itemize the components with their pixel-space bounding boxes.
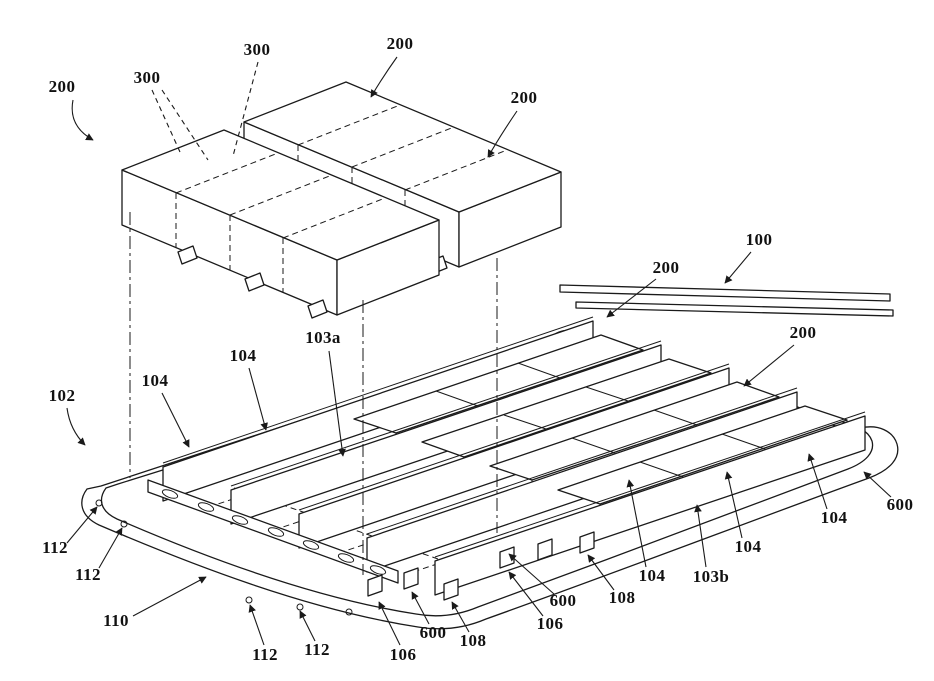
battery-module-front	[121, 129, 440, 319]
front-brackets	[367, 531, 595, 601]
module-front-cell-lines	[175, 152, 386, 293]
assembly-centerlines	[129, 212, 498, 575]
rear-side-rails	[559, 284, 894, 317]
cross-members-and-installed-modules	[162, 316, 866, 596]
leader-lines	[66, 56, 892, 646]
mounting-hole-rail	[147, 479, 399, 584]
flange-fastener-holes	[95, 499, 353, 616]
module-front-feet	[177, 245, 328, 319]
battery-tray	[81, 284, 899, 630]
